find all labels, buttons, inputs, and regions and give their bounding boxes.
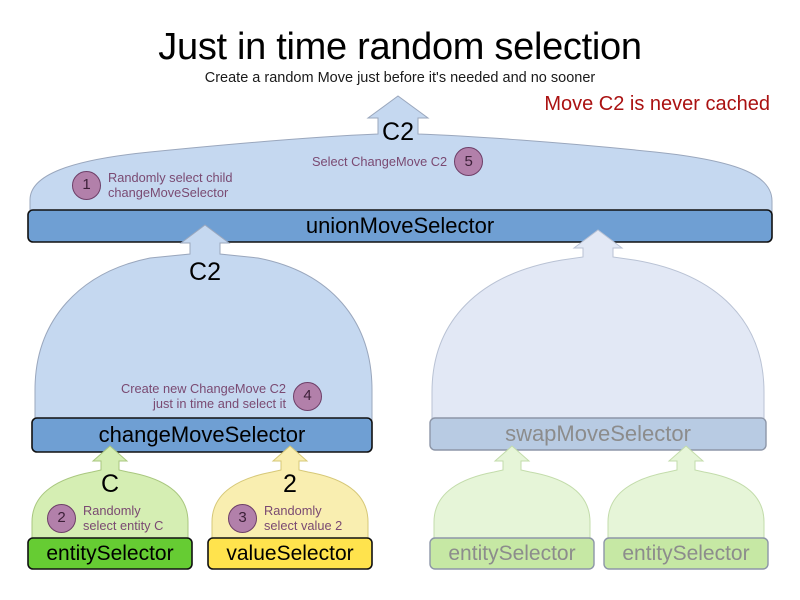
annotation-5: Select ChangeMove C2 5: [312, 147, 484, 176]
arch-entity-selector-swap-left: [433, 445, 591, 543]
annotation-3-line2: select value 2: [264, 518, 343, 534]
arch-swap: [431, 229, 765, 423]
box-entity-selector-swap-left[interactable]: [429, 537, 595, 570]
move-label-change: C2: [189, 258, 221, 286]
box-union[interactable]: [27, 209, 773, 243]
annotation-2-line2: select entity C: [83, 518, 164, 534]
annotation-4-bullet: 4: [293, 381, 323, 411]
annotation-4-line2: just in time and select it: [153, 396, 287, 412]
annotation-4-line1: Create new ChangeMove C2: [121, 381, 287, 396]
box-value-selector[interactable]: [207, 537, 373, 570]
annotation-4: Create new ChangeMove C2 just in time an…: [121, 381, 323, 411]
move-label-entity-change: C: [100, 470, 120, 498]
move-label-value-change: 2: [283, 470, 297, 498]
box-swap-move-selector[interactable]: [429, 417, 767, 451]
annotation-5-text: Select ChangeMove C2: [312, 154, 447, 169]
annotation-1-bullet: 1: [72, 170, 101, 200]
box-change-move-selector[interactable]: [31, 417, 373, 453]
annotation-3-text: Randomly select value 2: [264, 503, 342, 533]
annotation-1: 1 Randomly select child changeMoveSelect…: [72, 170, 232, 200]
arch-change: [34, 224, 373, 423]
annotation-3-bullet: 3: [228, 503, 257, 533]
box-entity-selector-change[interactable]: [27, 537, 193, 570]
page-title: Just in time random selection: [158, 26, 642, 68]
move-label-union: C2: [382, 118, 414, 146]
page-subtitle: Create a random Move just before it's ne…: [204, 70, 596, 86]
annotation-5-line1: Select ChangeMove C2: [312, 153, 448, 169]
annotation-5-bullet: 5: [454, 147, 484, 176]
box-entity-selector-swap-right[interactable]: [603, 537, 769, 570]
annotation-1-text: Randomly select child changeMoveSelector: [108, 170, 232, 200]
annotation-3: 3 Randomly select value 2: [228, 503, 342, 533]
annotation-3-line1: Randomly: [264, 503, 322, 518]
annotation-1-line1: Randomly select child: [108, 170, 233, 185]
annotation-2: 2 Randomly select entity C: [47, 503, 163, 533]
warning-note: Move C2 is never cached: [544, 93, 770, 115]
arch-union: [29, 95, 773, 216]
arch-entity-selector-swap-right: [607, 445, 765, 543]
annotation-2-line1: Randomly: [83, 503, 141, 518]
annotation-2-text: Randomly select entity C: [83, 503, 163, 533]
annotation-4-text: Create new ChangeMove C2 just in time an…: [121, 381, 286, 411]
annotation-1-line2: changeMoveSelector: [108, 185, 229, 201]
annotation-2-bullet: 2: [47, 503, 76, 533]
